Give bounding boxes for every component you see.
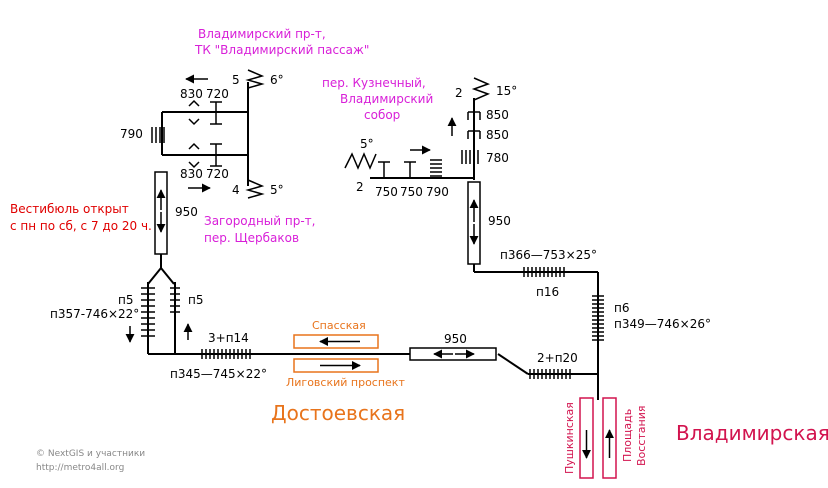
- width-750a: 750: [375, 185, 398, 199]
- stairs-p357-label: п357-746×22°: [50, 307, 139, 321]
- width-750b: 750: [400, 185, 423, 199]
- doors-bot-icon: [210, 143, 222, 167]
- width-950-left: 950: [175, 205, 198, 219]
- width-950-middle: 950: [444, 332, 467, 346]
- side-exit-angle: 5°: [360, 137, 374, 151]
- turnstile-top-icon: [188, 99, 200, 126]
- stairs-2p20-label: 2+п20: [537, 351, 578, 365]
- vestibule-note-line1: Вестибюль открыт: [10, 202, 129, 216]
- vestibule-note-line2: с пн по сб, с 7 до 20 ч.: [10, 219, 152, 233]
- exit-5-stairs-icon: [245, 69, 265, 89]
- stairs-p6-icon: [592, 295, 604, 341]
- exit-5-angle: 6°: [270, 73, 284, 87]
- width-720-top: 720: [206, 87, 229, 101]
- credits-line1: © NextGIS и участники: [36, 449, 145, 459]
- exit-2-number: 2: [455, 86, 463, 100]
- exit-kuznechny-label-line3: собор: [364, 108, 400, 122]
- width-720-bottom: 720: [206, 167, 229, 181]
- doors-top-icon: [210, 101, 222, 125]
- doors-850b-icon: [467, 130, 481, 139]
- width-780: 780: [486, 151, 509, 165]
- credits-line2[interactable]: http://metro4all.org: [36, 463, 124, 473]
- exit-zagorodny-label-line2: пер. Щербаков: [204, 231, 299, 245]
- stairs-p6-label: п6: [614, 301, 629, 315]
- stairs-3p14-icon: [201, 349, 251, 359]
- stairs-p16-icon: [523, 267, 565, 277]
- stairs-790-icon: [151, 127, 165, 143]
- stairs-3p14-label: 3+п14: [208, 331, 249, 345]
- exit-2-stairs-icon: [471, 77, 491, 101]
- exit-4-number: 4: [232, 183, 240, 197]
- exit-kuznechny-label-line1: пер. Кузнечный,: [322, 76, 426, 90]
- exit-2-angle: 15°: [496, 84, 517, 98]
- stairs-p349-label: п349—746×26°: [614, 317, 711, 331]
- width-950-right: 950: [488, 214, 511, 228]
- exit-kuznechny-label-line2: Владимирский: [340, 92, 433, 106]
- width-850a: 850: [486, 108, 509, 122]
- stairs-790-right-icon: [430, 159, 442, 177]
- exit-zagorodny-label-line1: Загородный пр-т,: [204, 214, 315, 228]
- width-790-right: 790: [426, 185, 449, 199]
- stairs-p366-label: п366—753×25°: [500, 248, 597, 262]
- stairs-p16-label: п16: [536, 285, 559, 299]
- side-exit-stairs-icon: [344, 152, 377, 170]
- direction-ligovsky: Лиговский проспект: [286, 376, 405, 389]
- passage-diagonal: [497, 353, 529, 375]
- width-830-bottom: 830: [180, 167, 203, 181]
- exit-4-angle: 5°: [270, 183, 284, 197]
- stairs-p345-label: п345—745×22°: [170, 367, 267, 381]
- doors-750a-icon: [378, 161, 390, 178]
- exit-4-stairs-icon: [245, 179, 265, 199]
- exit-vladimirsky-label-line2: ТК "Владимирский пассаж": [194, 43, 369, 57]
- width-790-left: 790: [120, 127, 143, 141]
- exit-vladimirsky-label-line1: Владимирский пр-т,: [198, 27, 326, 41]
- fork-lines: [147, 254, 175, 285]
- stairs-p5-right-label: п5: [188, 293, 203, 307]
- direction-ploshchad-line2: Восстания: [635, 406, 648, 466]
- doors-750b-icon: [404, 161, 416, 178]
- width-830-top: 830: [180, 87, 203, 101]
- exit-5-number: 5: [232, 73, 240, 87]
- station-dostoevskaya: Достоевская: [271, 401, 405, 425]
- direction-pushkinskaya: Пушкинская: [563, 402, 576, 474]
- width-850b: 850: [486, 128, 509, 142]
- turnstile-bot-icon: [188, 142, 200, 169]
- side-exit-number: 2: [356, 180, 364, 194]
- direction-spasskaya: Спасская: [312, 319, 366, 332]
- doors-850a-icon: [467, 111, 481, 120]
- direction-ploshchad-line1: Площадь: [621, 409, 634, 462]
- stairs-780-icon: [461, 150, 479, 164]
- stairs-p5-left-label: п5: [118, 293, 133, 307]
- station-vladimirskaya: Владимирская: [676, 421, 828, 445]
- escalator-950-right: [467, 181, 481, 265]
